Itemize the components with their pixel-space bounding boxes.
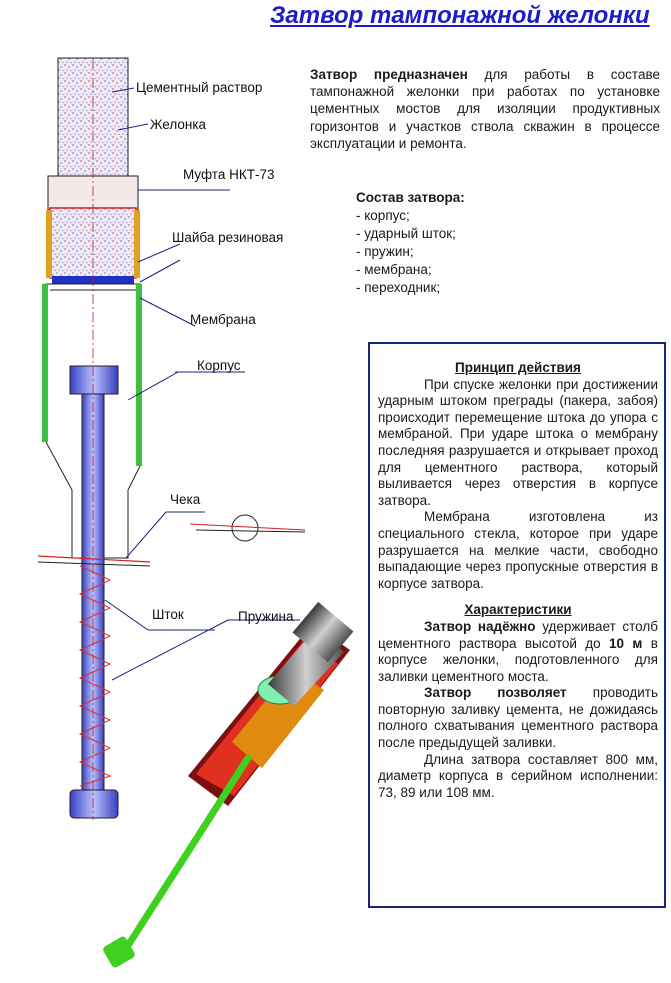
cotter-pin [37,555,151,567]
label-pin: Чека [170,492,201,507]
list-item: - корпус; [356,208,410,223]
label-coupling: Муфта НКТ-73 [183,167,275,182]
page-title: Затвор тампонажной желонки [270,2,650,29]
specs-lead: Затвор позволяет [424,685,567,701]
specs-text: в корпусе желонки, подготовленного для з… [378,635,658,684]
label-body: Корпус [197,358,241,373]
intro-text: Затвор предназначен для работы в составе… [310,66,660,152]
label-bailer: Желонка [150,117,207,132]
list-item: - ударный шток; [356,226,456,241]
principle-paragraph: Мембрана изготовлена из специального сте… [378,509,658,591]
specs-heading: Характеристики [464,602,572,618]
info-box [368,342,666,908]
label-rod: Шток [152,607,184,622]
principle-paragraph: При спуске желонки при достижении ударны… [378,376,658,508]
shutter-3d-render [103,601,354,968]
label-membrane: Мембрана [190,312,256,327]
label-spring: Пружина [238,609,294,624]
label-cement: Цементный раствор [136,80,263,95]
label-washer: Шайба резиновая [172,230,284,245]
list-item: - пружин; [356,244,414,259]
specs-paragraph: Затвор позволяет проводить повторную зал… [378,685,658,751]
intro-body: для работы в составе тампонажной желонки… [310,67,660,151]
principle-heading: Принцип действия [455,360,581,375]
specs-paragraph: Затвор надёжно удерживает столб цементно… [378,619,658,685]
spring [78,565,112,787]
info-box-text: Принцип действия При спуске желонки при … [378,360,658,801]
list-item: - мембрана; [356,262,432,277]
composition-list: Состав затвора: - корпус; - ударный шток… [356,189,465,297]
pin-detail [189,514,306,542]
specs-paragraph: Длина затвора составляет 800 мм, диаметр… [378,751,658,800]
specs-value: 10 м [609,635,643,651]
specs-lead: Затвор надёжно [424,618,536,634]
specs-text: проводить повторную заливку цемента, не … [378,685,658,751]
list-item: - переходник; [356,280,441,295]
leader-lines [104,87,300,681]
composition-heading: Состав затвора: [356,190,465,205]
intro-lead: Затвор предназначен [310,67,468,82]
specs-text: удерживает столб цементного раствора выс… [378,618,658,651]
